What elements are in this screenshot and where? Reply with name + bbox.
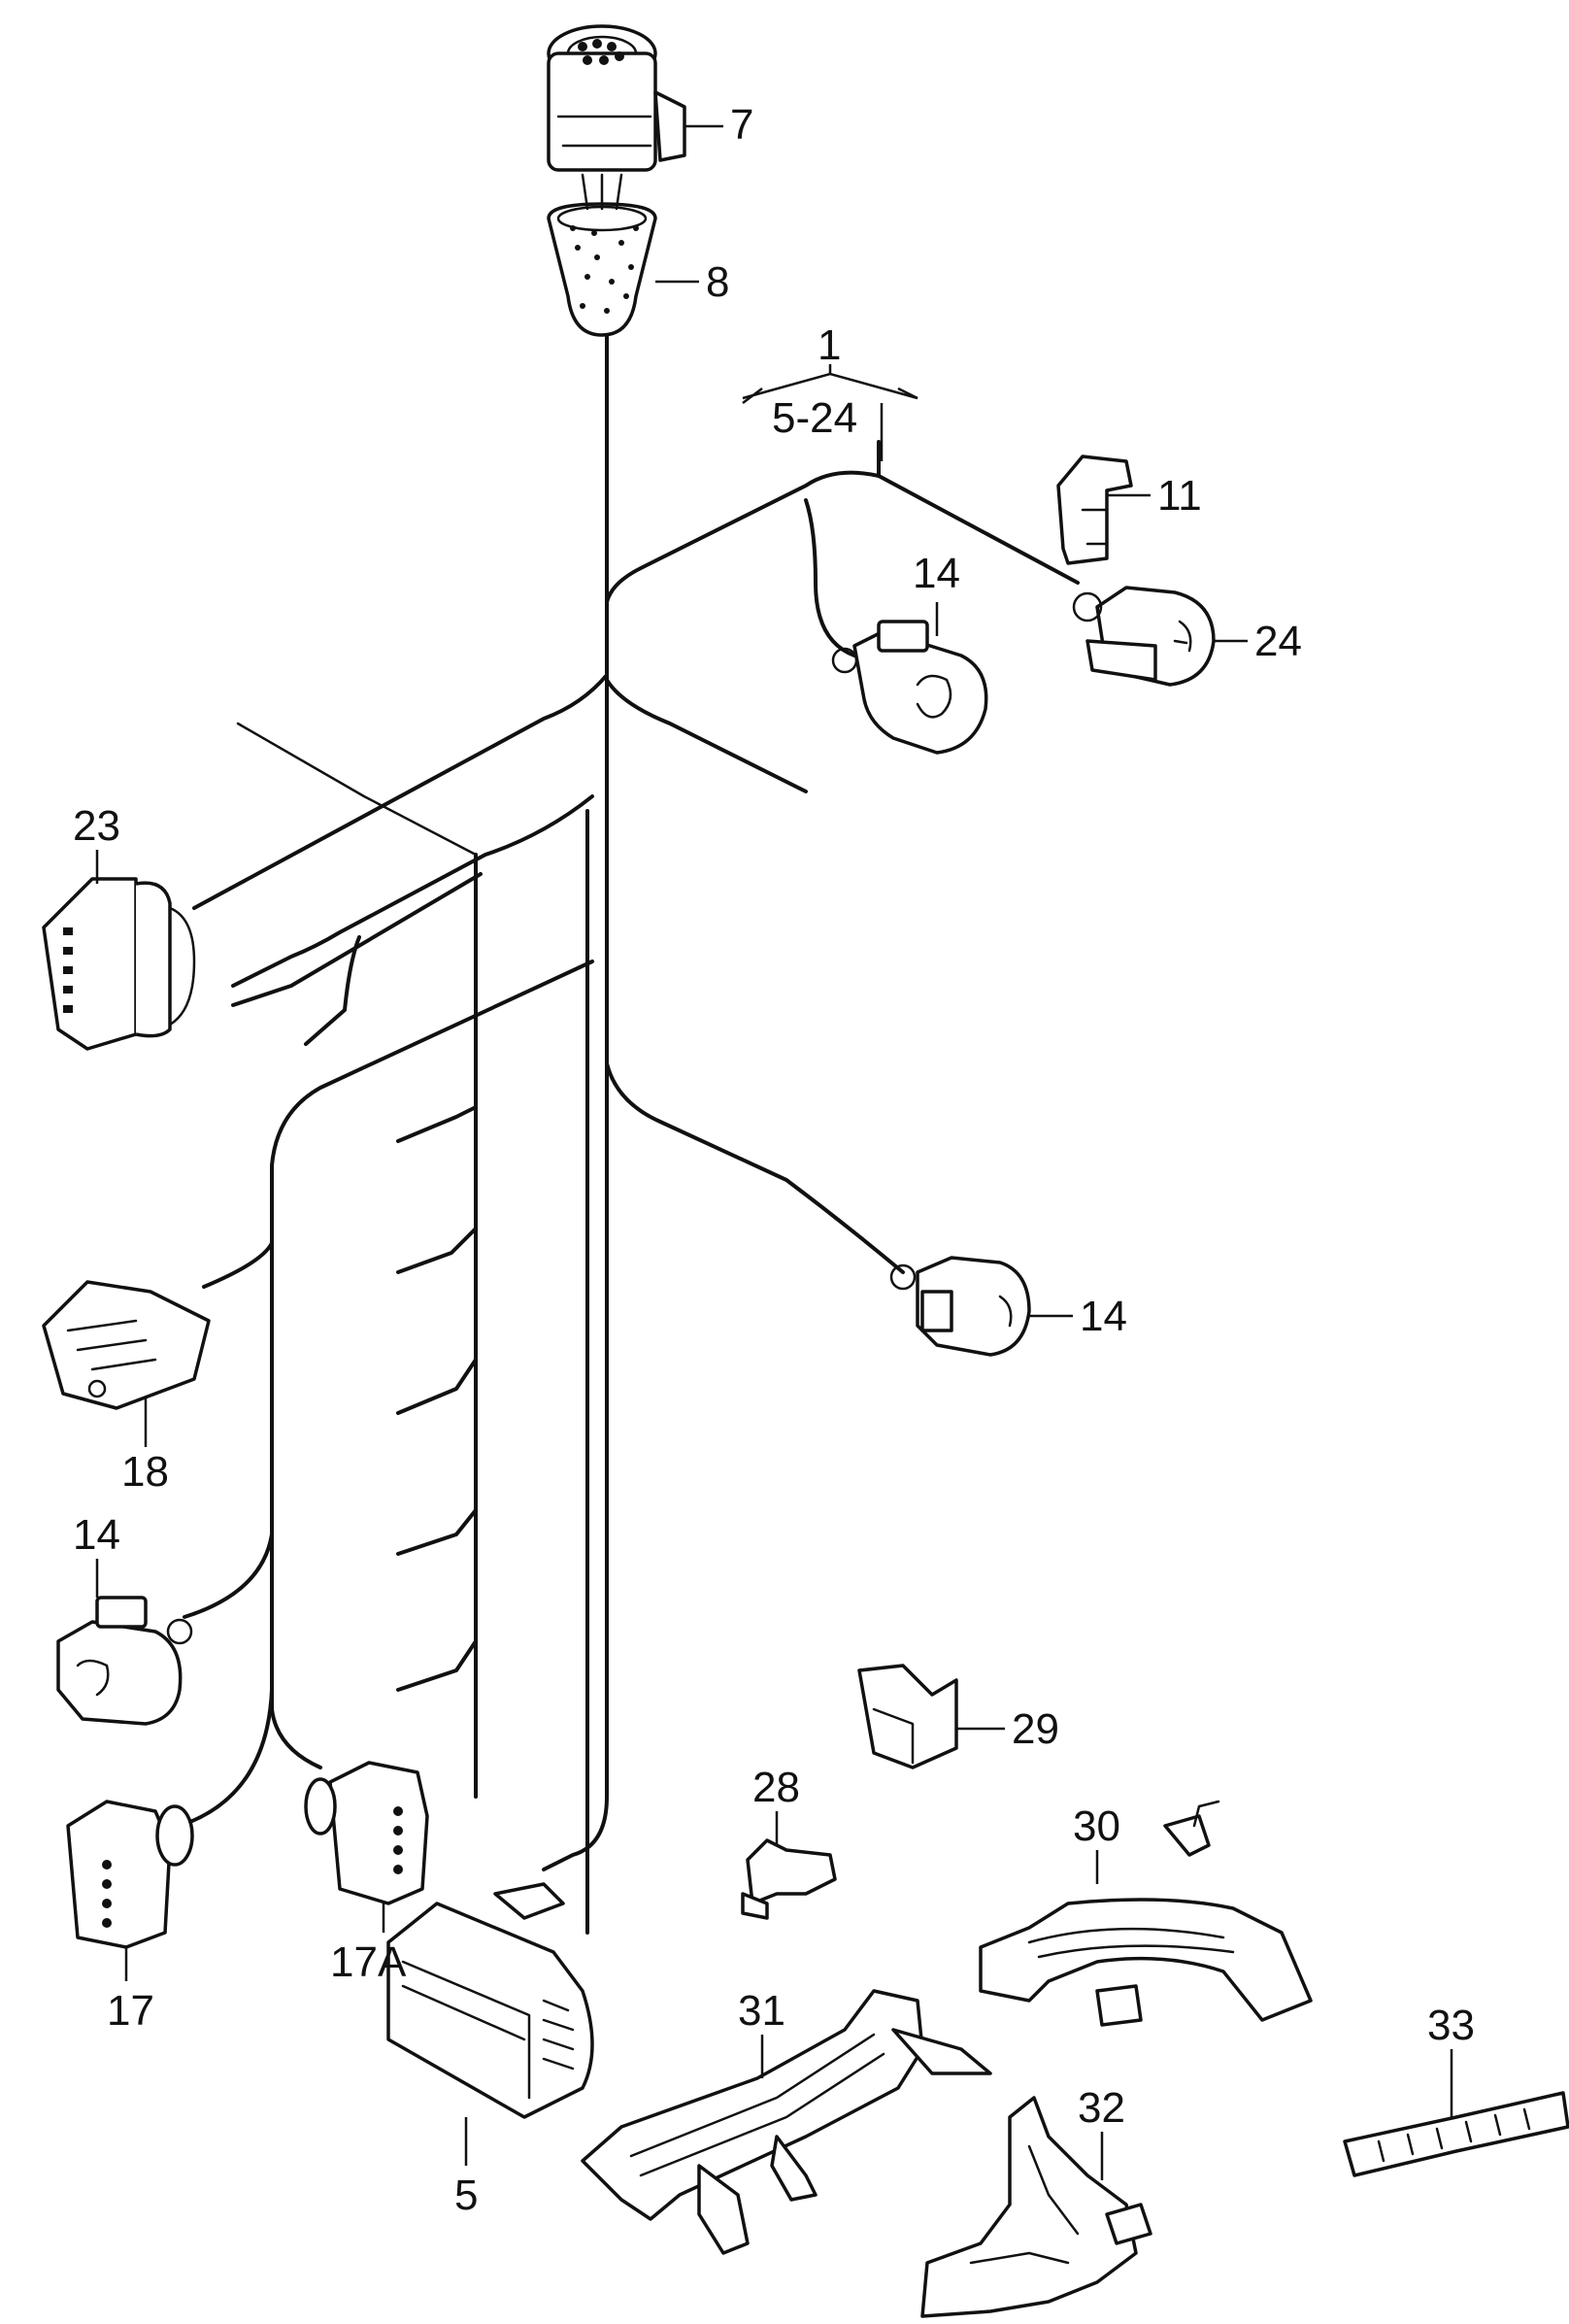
grommet-8 (547, 173, 657, 337)
bracket-30 (979, 1800, 1313, 2027)
round-connector-7 (547, 24, 686, 172)
clip-28 (741, 1838, 837, 1920)
callout-18: 18 (121, 1448, 169, 1496)
leader-lines (95, 124, 1453, 2180)
callout-14-top: 14 (913, 550, 960, 597)
clip-strip-33 (1343, 2091, 1569, 2177)
callout-17: 17 (107, 1987, 154, 2035)
callout-33: 33 (1427, 2002, 1475, 2049)
clip-11 (1056, 455, 1133, 565)
callout-labels: 1 5-24 7 8 11 14 24 23 14 18 14 29 28 30… (73, 101, 1475, 2219)
callout-24: 24 (1254, 618, 1302, 665)
connector-14-left (56, 1596, 193, 1726)
callout-5-24: 5-24 (772, 394, 857, 442)
bracket-29 (857, 1664, 958, 1769)
control-module-5 (386, 1882, 594, 2119)
callout-14-mid: 14 (1080, 1293, 1127, 1340)
callout-28: 28 (752, 1764, 800, 1811)
callout-1: 1 (818, 321, 841, 369)
connector-23 (42, 877, 196, 1051)
callout-29: 29 (1012, 1705, 1059, 1753)
callout-23: 23 (73, 802, 120, 850)
callout-7: 7 (730, 101, 753, 149)
callout-14-left: 14 (73, 1511, 120, 1559)
connector-17 (66, 1800, 194, 1949)
callout-30: 30 (1073, 1802, 1120, 1850)
connector-24 (1072, 586, 1216, 687)
callout-31: 31 (738, 1987, 785, 2035)
connector-17a (304, 1761, 429, 1905)
connector-18 (42, 1280, 211, 1410)
callout-5: 5 (454, 2172, 478, 2219)
callout-8: 8 (706, 258, 729, 306)
callout-17a: 17A (330, 1938, 407, 1986)
callout-11: 11 (1157, 472, 1202, 520)
connector-14-mid (889, 1256, 1031, 1357)
callout-32: 32 (1078, 2084, 1125, 2132)
rail-bracket-31 (581, 1989, 992, 2255)
connector-14-top (831, 620, 988, 755)
bracket-32 (920, 2096, 1152, 2318)
